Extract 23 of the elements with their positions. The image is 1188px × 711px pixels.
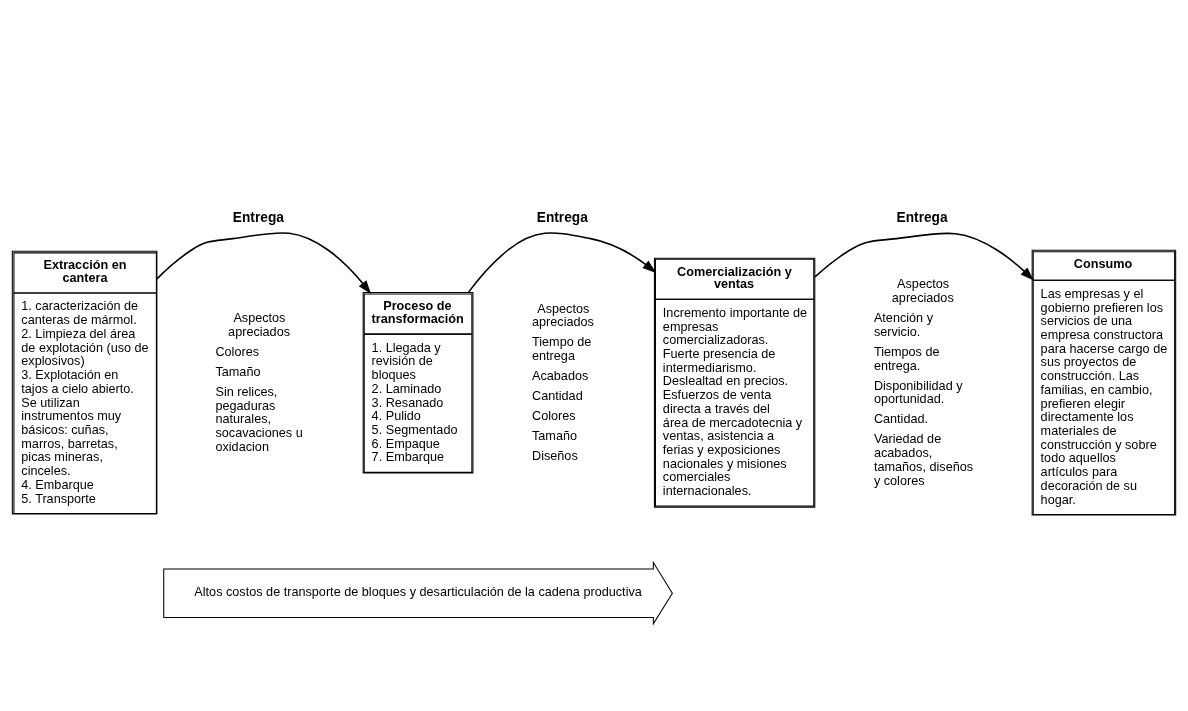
edge-label: Entrega — [536, 210, 588, 226]
label: Tamaño — [532, 429, 578, 444]
label: Acabados — [532, 369, 589, 384]
label: Atención y servicio. — [873, 311, 933, 339]
arrow — [156, 232, 371, 295]
edge-label: Entrega — [896, 210, 948, 226]
label: Tiempo de entrega — [532, 335, 592, 364]
label: Variedad de acabados, tamaños, diseños y colores — [873, 432, 974, 488]
label: Sin relices, pegaduras naturales, socavaciones u oxidacion — [215, 384, 303, 454]
label: Colores — [532, 409, 576, 424]
label: Tiempos de entrega. — [873, 344, 940, 373]
label: Tamaño — [215, 364, 261, 379]
label: Diseños — [532, 449, 578, 464]
label: Colores — [215, 344, 260, 359]
arrow — [814, 232, 1034, 281]
edge-label: Entrega — [232, 210, 284, 226]
label: Aspectos apreciados — [532, 301, 594, 330]
label: Cantidad — [532, 389, 583, 404]
label: Aspectos apreciados — [891, 277, 954, 306]
arrow — [467, 232, 657, 293]
label: Aspectos apreciados — [228, 311, 291, 339]
label: Cantidad. — [873, 412, 929, 427]
label: Disponibilidad y oportunidad. — [873, 378, 963, 407]
